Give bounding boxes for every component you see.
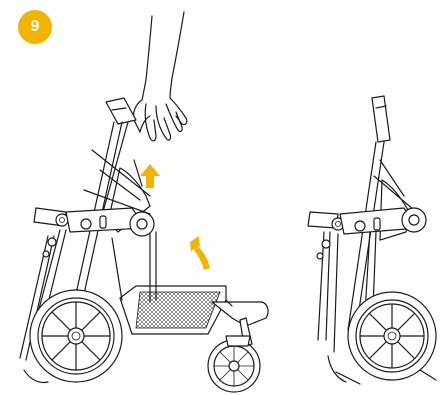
lift-up-arrow [140, 164, 160, 188]
stroller-folding [20, 98, 268, 392]
rotate-arrow [190, 236, 210, 270]
stroller-folded [308, 96, 436, 384]
hand-icon [133, 12, 186, 141]
